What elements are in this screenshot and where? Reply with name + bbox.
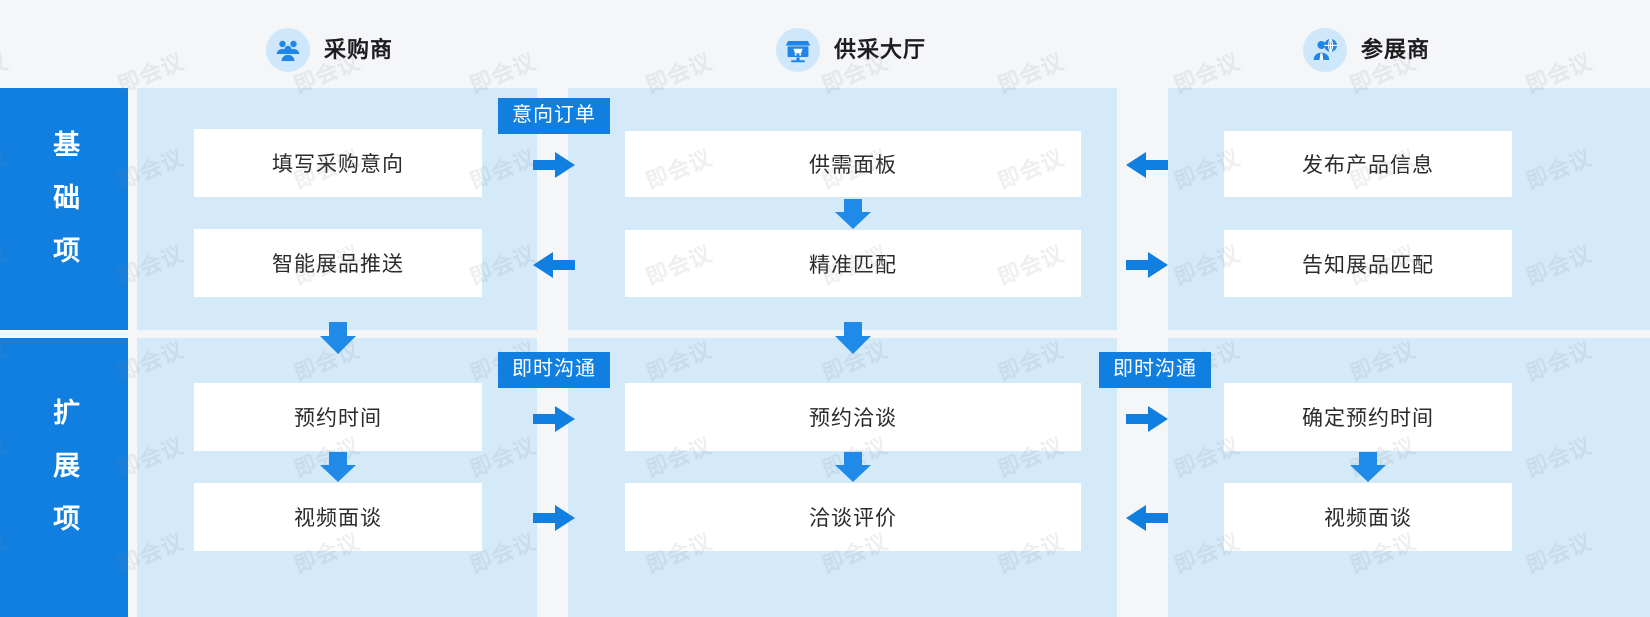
arrow-hall-appointment-to-evaluation-icon xyxy=(832,452,874,482)
panel-extended-exhibitor xyxy=(1168,338,1650,617)
header-column-hall: 供采大厅 xyxy=(776,28,926,72)
tag-instant-communication-left: 即时沟通 xyxy=(498,352,610,388)
card-hall-appointment-negotiation[interactable]: 预约洽谈 xyxy=(625,383,1081,451)
header-bar: 采购商 供采大厅 参展商 xyxy=(0,0,1650,88)
card-label: 预约洽谈 xyxy=(809,407,897,430)
arrow-buyer-to-hall-video-icon xyxy=(533,503,575,533)
card-exhibitor-publish-product[interactable]: 发布产品信息 xyxy=(1224,131,1512,197)
card-label: 洽谈评价 xyxy=(809,507,897,530)
band-separator xyxy=(0,330,1650,338)
card-label: 供需面板 xyxy=(809,154,897,177)
exhibitor-globe-icon xyxy=(1303,28,1347,72)
card-label: 预约时间 xyxy=(294,407,382,430)
sidebar-section-extended: 扩展项 xyxy=(0,338,128,617)
marketplace-shop-icon xyxy=(776,28,820,72)
arrow-hall-to-exhibitor-appointment-icon xyxy=(1126,404,1168,434)
arrow-exhibitor-to-hall-publish-icon xyxy=(1126,150,1168,180)
card-exhibitor-notify-match[interactable]: 告知展品匹配 xyxy=(1224,230,1512,297)
sidebar-label-basic: 基础项 xyxy=(49,129,80,289)
card-buyer-smart-push[interactable]: 智能展品推送 xyxy=(194,229,482,297)
card-label: 精准匹配 xyxy=(809,253,897,277)
arrow-buyer-to-hall-appointment-icon xyxy=(533,404,575,434)
tag-label: 即时沟通 xyxy=(512,358,596,380)
arrow-hall-basic-to-extended-icon xyxy=(832,322,874,354)
buyers-group-icon xyxy=(266,28,310,72)
card-buyer-video-interview[interactable]: 视频面谈 xyxy=(194,483,482,551)
header-label-hall: 供采大厅 xyxy=(834,37,927,62)
card-label: 发布产品信息 xyxy=(1302,154,1434,177)
tag-intent-order: 意向订单 xyxy=(498,98,610,134)
arrow-buyer-appointment-to-video-icon xyxy=(317,452,359,482)
arrow-exhibitor-to-hall-video-icon xyxy=(1126,503,1168,533)
card-buyer-fill-intent[interactable]: 填写采购意向 xyxy=(194,129,482,197)
card-exhibitor-confirm-appointment[interactable]: 确定预约时间 xyxy=(1224,383,1512,451)
card-label: 填写采购意向 xyxy=(272,153,404,176)
arrow-hall-panel-to-match-icon xyxy=(832,199,874,229)
header-column-buyer: 采购商 xyxy=(266,28,393,72)
arrow-hall-to-buyer-push-icon xyxy=(533,250,575,280)
header-label-exhibitor: 参展商 xyxy=(1361,37,1431,62)
arrow-buyer-basic-to-extended-icon xyxy=(317,322,359,354)
card-label: 视频面谈 xyxy=(1324,507,1412,530)
card-exhibitor-video-interview[interactable]: 视频面谈 xyxy=(1224,483,1512,551)
sidebar-label-extended: 扩展项 xyxy=(49,398,80,557)
arrow-buyer-to-hall-intent-icon xyxy=(533,150,575,180)
sidebar-section-basic: 基础项 xyxy=(0,88,128,330)
card-hall-precise-match[interactable]: 精准匹配 xyxy=(625,230,1081,297)
card-label: 视频面谈 xyxy=(294,507,382,530)
header-column-exhibitor: 参展商 xyxy=(1303,28,1430,72)
card-buyer-appointment-time[interactable]: 预约时间 xyxy=(194,383,482,451)
header-label-buyer: 采购商 xyxy=(324,37,394,62)
tag-label: 即时沟通 xyxy=(1113,358,1197,380)
arrow-hall-to-exhibitor-notify-icon xyxy=(1126,250,1168,280)
card-label: 告知展品匹配 xyxy=(1302,253,1434,277)
tag-instant-communication-right: 即时沟通 xyxy=(1099,352,1211,388)
card-label: 智能展品推送 xyxy=(272,253,404,276)
tag-label: 意向订单 xyxy=(512,104,596,126)
card-hall-negotiation-evaluation[interactable]: 洽谈评价 xyxy=(625,483,1081,551)
card-hall-supply-demand-panel[interactable]: 供需面板 xyxy=(625,131,1081,197)
card-label: 确定预约时间 xyxy=(1302,407,1434,430)
arrow-exhibitor-appointment-to-video-icon xyxy=(1347,452,1389,482)
